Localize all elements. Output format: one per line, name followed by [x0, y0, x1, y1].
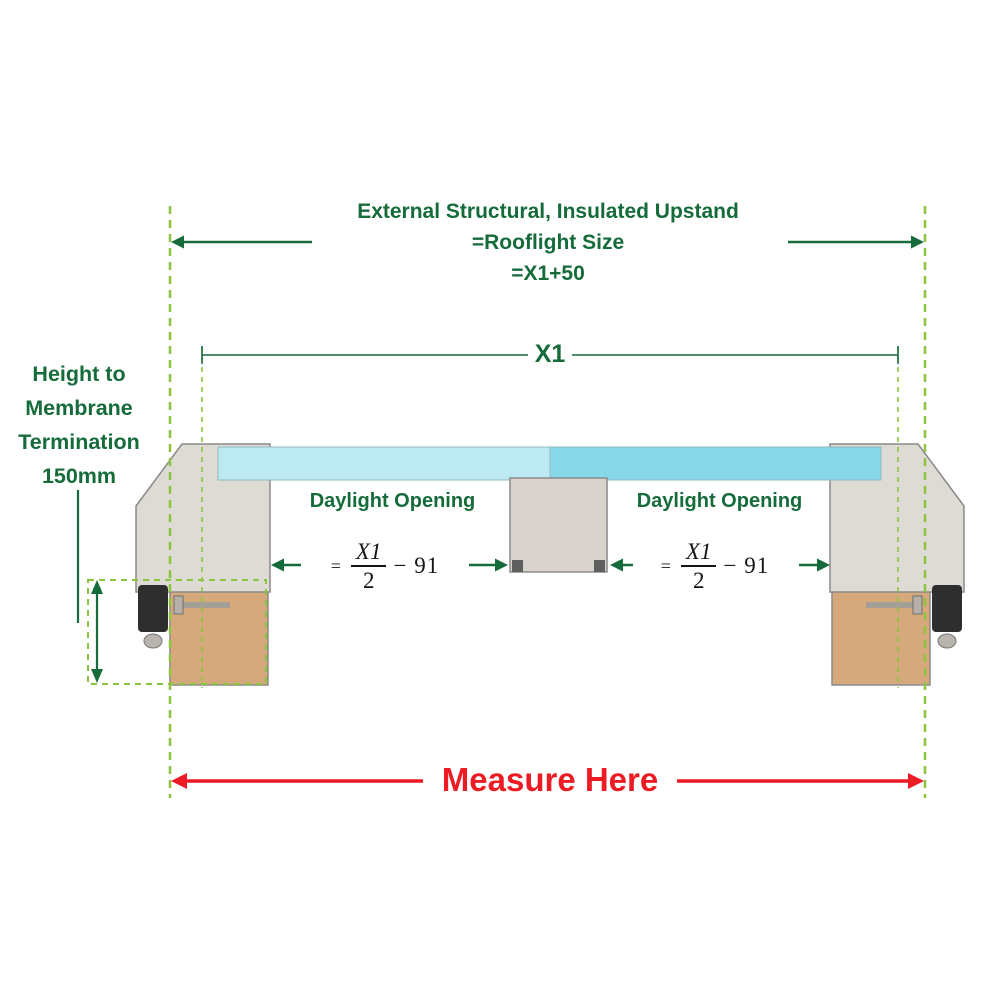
- height-label-line2: Membrane: [25, 396, 133, 420]
- formula-left-denominator: 2: [362, 568, 375, 593]
- daylight-left-arrowhead-right: [495, 558, 508, 572]
- formula-right-numerator: X1: [680, 539, 717, 567]
- daylight-formula-right: = X1 2 − 91: [633, 538, 797, 594]
- daylight-right-arrowhead-right: [817, 558, 830, 572]
- daylight-right-arrowhead-left: [610, 558, 623, 572]
- measure-here-label: Measure Here: [441, 761, 659, 798]
- daylight-opening-label-right: Daylight Opening: [636, 490, 803, 512]
- measure-arrowhead-left: [171, 773, 187, 789]
- glass-panel-left: [217, 446, 551, 481]
- height-label-line4: 150mm: [41, 464, 117, 488]
- upstand-profile-left: [135, 443, 271, 593]
- height-label-line3: Termination: [18, 430, 140, 454]
- height-label-line1: Height to: [32, 362, 126, 386]
- measure-arrowhead-right: [908, 773, 924, 789]
- formula-right-suffix: − 91: [723, 553, 770, 578]
- top-dimension-label-line3: =X1+50: [511, 262, 585, 285]
- formula-right-denominator: 2: [692, 568, 705, 593]
- gasket-seal-left: [138, 585, 168, 632]
- top-dimension-label-line1: External Structural, Insulated Upstand: [357, 200, 739, 223]
- height-arrowhead-up: [91, 580, 103, 594]
- center-bar: [509, 477, 608, 573]
- timber-block-left: [169, 581, 269, 686]
- daylight-formula-left: = X1 2 − 91: [303, 538, 467, 594]
- screw-head-right: [912, 595, 923, 615]
- formula-left-equals: =: [330, 555, 341, 576]
- top-dimension-arrowhead-right: [911, 235, 924, 249]
- center-bar-gasket-left: [512, 560, 523, 572]
- drip-detail-right: [937, 633, 957, 649]
- formula-right-fraction: X1 2: [680, 539, 717, 594]
- formula-right-equals: =: [660, 555, 671, 576]
- upstand-profile-right: [829, 443, 965, 593]
- top-dimension-label: External Structural, Insulated Upstand =…: [228, 196, 868, 289]
- top-dimension-arrowhead-left: [171, 235, 184, 249]
- drip-detail-left: [143, 633, 163, 649]
- daylight-opening-label-left: Daylight Opening: [309, 490, 476, 512]
- height-to-membrane-label: Height to Membrane Termination 150mm: [0, 357, 158, 493]
- gasket-seal-right: [932, 585, 962, 632]
- x1-dimension-label: X1: [534, 340, 566, 368]
- screw-head-left: [173, 595, 184, 615]
- formula-left-numerator: X1: [350, 539, 387, 567]
- center-bar-gasket-right: [594, 560, 605, 572]
- glass-panel-right: [549, 446, 882, 481]
- daylight-left-arrowhead-left: [271, 558, 284, 572]
- height-arrowhead-down: [91, 669, 103, 683]
- membrane-termination-dashed-box: [87, 579, 267, 685]
- formula-left-fraction: X1 2: [350, 539, 387, 594]
- formula-left-suffix: − 91: [393, 553, 440, 578]
- top-dimension-label-line2: =Rooflight Size: [471, 231, 625, 254]
